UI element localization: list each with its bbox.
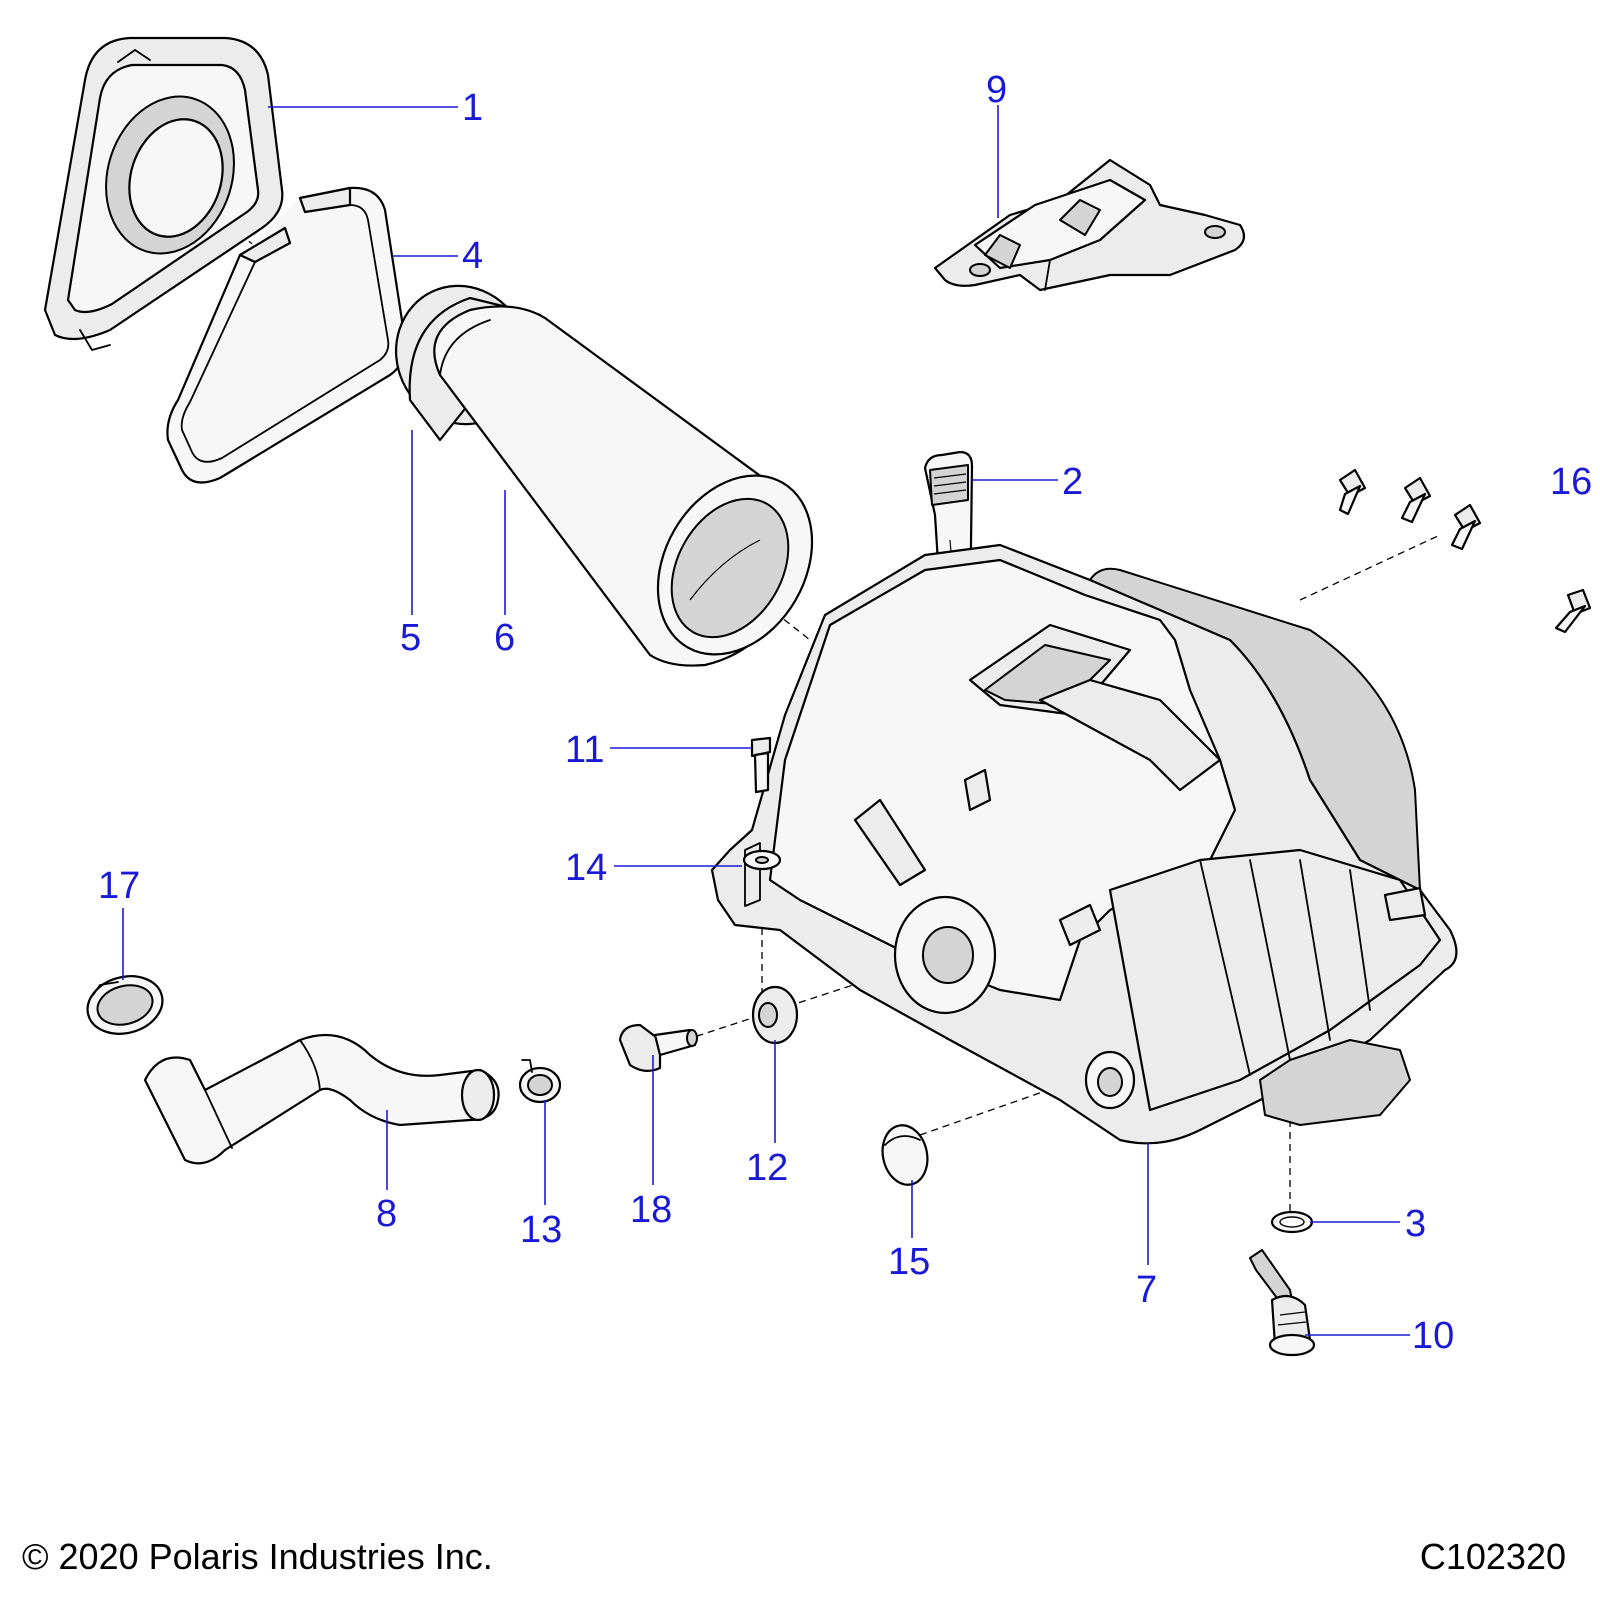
callout-17: 17	[98, 865, 140, 907]
callout-16: 16	[1550, 461, 1592, 503]
callout-12: 12	[746, 1147, 788, 1189]
part-18-fitting	[618, 1023, 698, 1072]
part-6-air-filter	[394, 284, 814, 667]
part-13-clamp	[518, 1059, 562, 1104]
callout-14: 14	[565, 847, 607, 889]
part-12-grommet	[751, 985, 799, 1045]
callout-6: 6	[494, 617, 515, 659]
callout-15: 15	[888, 1241, 930, 1283]
callout-2: 2	[1062, 461, 1083, 503]
callout-11: 11	[565, 729, 604, 771]
callout-4: 4	[462, 235, 483, 277]
callout-1: 1	[462, 87, 483, 129]
part-1-airbox-cover	[43, 36, 284, 351]
callout-labels: 1 2 3 4 5 6 7 8 9 10 11 12 13 14 15 16 1…	[98, 69, 1592, 1357]
part-10-drain-valve	[1249, 1249, 1316, 1357]
part-11-bolt	[750, 736, 772, 794]
part-9-mount-bracket	[933, 158, 1246, 292]
part-14-washer	[742, 849, 782, 871]
copyright-notice: © 2020 Polaris Industries Inc.	[22, 1536, 493, 1577]
callout-18: 18	[630, 1189, 672, 1231]
part-4-gasket	[166, 186, 407, 484]
figure-id: C102320	[1419, 1536, 1566, 1577]
callout-9: 9	[986, 69, 1007, 111]
callout-10: 10	[1412, 1315, 1454, 1357]
leader-lines	[122, 105, 1410, 1336]
callout-8: 8	[376, 1193, 397, 1235]
part-16-bolts	[1338, 468, 1592, 634]
part-8-hose	[143, 1033, 500, 1165]
callout-7: 7	[1136, 1269, 1157, 1311]
part-3-o-ring	[1270, 1210, 1314, 1234]
callout-5: 5	[400, 617, 421, 659]
callout-13: 13	[520, 1209, 562, 1251]
callout-3: 3	[1405, 1203, 1426, 1245]
part-15-plug	[881, 1124, 929, 1186]
part-17-clamp	[86, 975, 164, 1035]
part-7-airbox-housing	[710, 543, 1458, 1145]
